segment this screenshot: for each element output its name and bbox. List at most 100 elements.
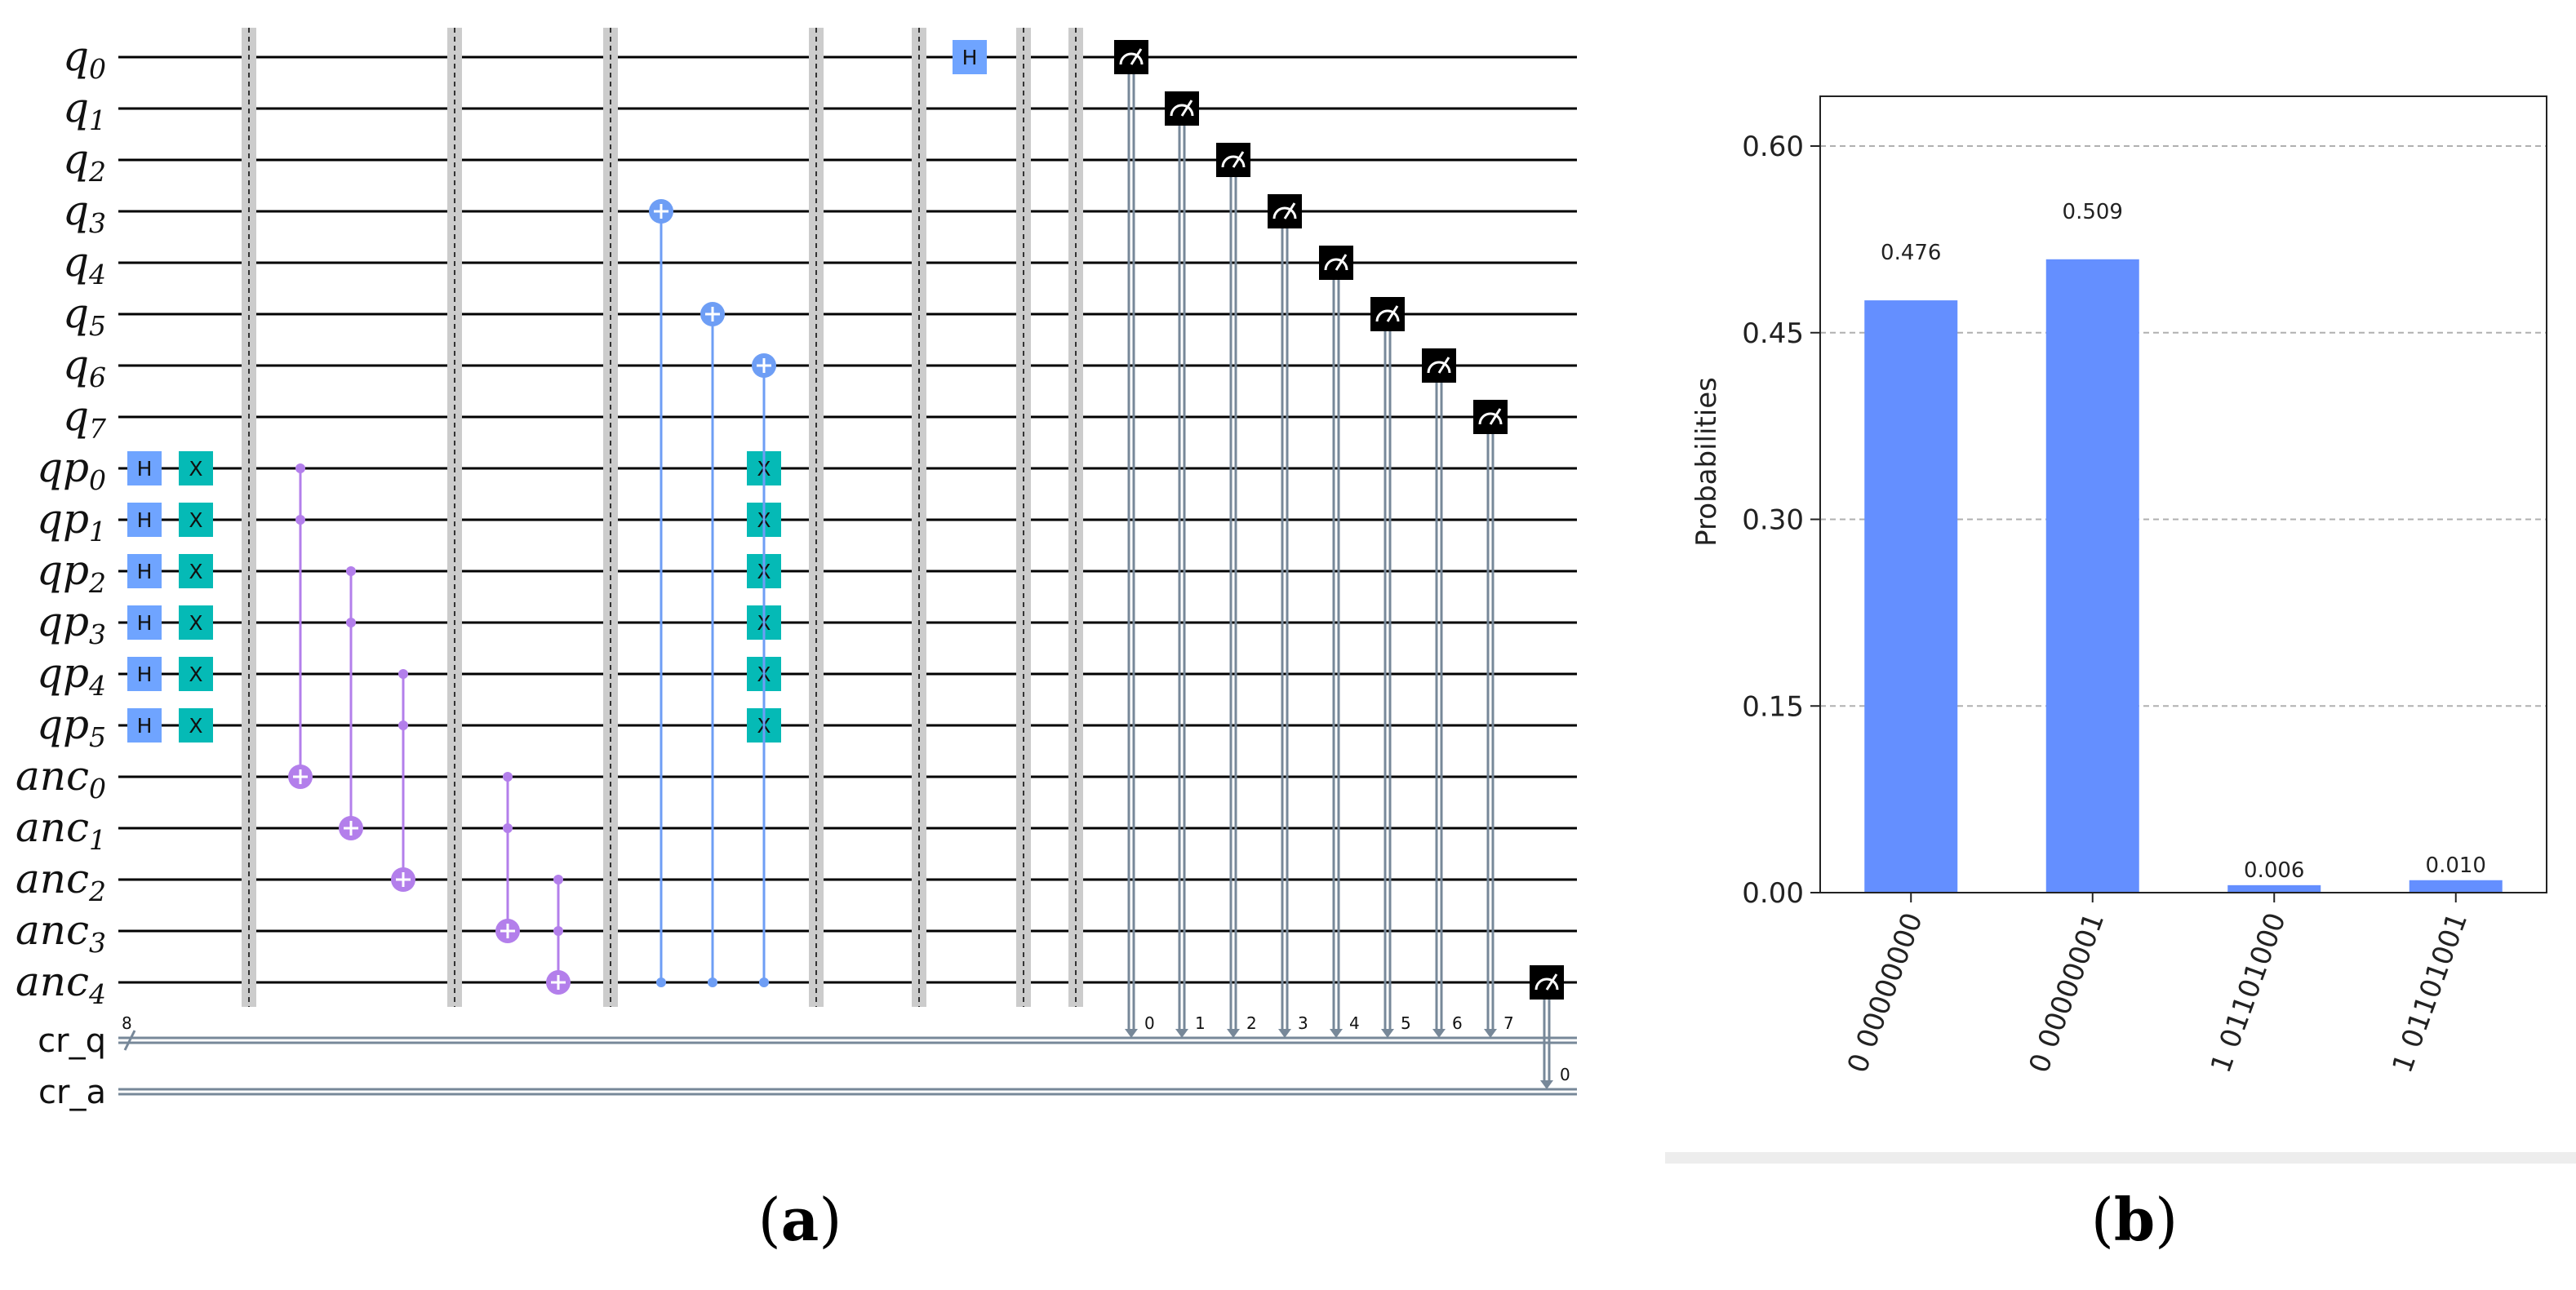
- meter-arc-icon: [1375, 309, 1400, 322]
- qubit-label: qp3: [37, 598, 106, 650]
- register-size-label: 8: [122, 1013, 132, 1033]
- panel-label-b-letter: b: [2114, 1185, 2155, 1254]
- meter-needle-icon: [1386, 305, 1399, 322]
- pauli-x-gate: [179, 451, 213, 485]
- bar-value-label: 0.006: [2244, 858, 2304, 883]
- hadamard-gate-label: H: [137, 560, 153, 583]
- measure-gate: [1319, 246, 1353, 280]
- qubit-label-subscript: 4: [88, 978, 106, 1010]
- bar: [2227, 884, 2321, 893]
- qubit-label-subscript: 2: [88, 156, 106, 188]
- measure-arrow: [1484, 1029, 1497, 1038]
- y-tick-label: 0.45: [1742, 317, 1804, 350]
- qubit-label-subscript: 5: [89, 310, 106, 342]
- pauli-x-gate-label: X: [189, 611, 202, 635]
- measure-arrow: [1227, 1029, 1240, 1038]
- hadamard-gate: [127, 554, 162, 588]
- qubit-label: qp2: [37, 547, 106, 599]
- qubit-label: q6: [63, 341, 106, 393]
- measure-gate: [1473, 400, 1508, 434]
- classical-bit-index: 0: [1560, 1065, 1570, 1084]
- qubit-label: q0: [63, 33, 106, 85]
- meter-arc-icon: [1427, 361, 1451, 374]
- qubit-label-subscript: 4: [88, 670, 106, 702]
- qubit-label: anc4: [16, 958, 106, 1010]
- hadamard-gate: [127, 708, 162, 743]
- meter-arc-icon: [1221, 155, 1246, 168]
- control-dot: [503, 772, 513, 782]
- qubit-label: q4: [63, 238, 106, 290]
- measure-gate: [1370, 297, 1405, 331]
- classical-bit-index: 0: [1144, 1013, 1155, 1033]
- classical-bit-index: 7: [1503, 1013, 1514, 1033]
- meter-arc-icon: [1534, 977, 1559, 991]
- hadamard-gate-label: H: [137, 611, 153, 635]
- control-dot: [346, 618, 356, 627]
- qubit-label: q5: [63, 290, 106, 342]
- pauli-x-gate: [179, 503, 213, 537]
- panel-label-a-letter: a: [781, 1185, 819, 1254]
- pauli-x-gate: [179, 708, 213, 743]
- control-dot: [398, 669, 408, 679]
- measure-gate: [1268, 194, 1302, 228]
- qubit-label: anc3: [16, 907, 106, 959]
- qubit-label-subscript: 1: [89, 516, 106, 547]
- meter-needle-icon: [1335, 254, 1348, 271]
- panel-label-b: (b): [2091, 1185, 2178, 1254]
- qubit-label-subscript: 1: [89, 104, 106, 136]
- measure-arrow: [1125, 1029, 1138, 1038]
- qubit-label-subscript: 2: [88, 876, 106, 907]
- circuit-barriers: [242, 28, 1083, 1007]
- control-dot: [553, 926, 563, 936]
- classical-bit-index: 6: [1452, 1013, 1463, 1033]
- y-tick-label: 0.30: [1742, 504, 1804, 537]
- pauli-x-gate-label: X: [189, 560, 202, 583]
- bar: [2409, 880, 2503, 893]
- pauli-x-gate: [179, 554, 213, 588]
- measure-arrow: [1330, 1029, 1343, 1038]
- measure-arrow: [1278, 1029, 1291, 1038]
- meter-arc-icon: [1119, 52, 1144, 65]
- meter-needle-icon: [1232, 151, 1245, 168]
- classical-bit-index: 1: [1195, 1013, 1206, 1033]
- classical-bit-index: 3: [1298, 1013, 1308, 1033]
- hadamard-gate: [127, 451, 162, 485]
- meter-needle-icon: [1130, 48, 1143, 65]
- qubit-label-subscript: 7: [89, 413, 106, 445]
- qubit-label: qp1: [37, 495, 106, 547]
- measure-gate: [1530, 965, 1564, 1000]
- hadamard-gate-label: H: [137, 508, 153, 532]
- meter-arc-icon: [1478, 412, 1503, 425]
- bar-value-label: 0.509: [2063, 200, 2123, 224]
- plot-frame: [1819, 95, 2547, 893]
- control-dot: [346, 566, 356, 576]
- hadamard-gate-label: H: [137, 714, 153, 738]
- hadamard-gate: [953, 40, 987, 74]
- hadamard-gate: [127, 657, 162, 691]
- measure-arrow: [1381, 1029, 1394, 1038]
- qubit-label: q7: [63, 392, 106, 445]
- measure-arrow: [1432, 1029, 1446, 1038]
- control-dot: [759, 977, 769, 987]
- measure-gate: [1165, 91, 1199, 126]
- measure-arrow: [1175, 1029, 1188, 1038]
- qubit-label-subscript: 2: [88, 567, 106, 599]
- pauli-x-gate-label: X: [189, 714, 202, 738]
- meter-arc-icon: [1324, 258, 1348, 271]
- hadamard-gate: [127, 605, 162, 640]
- hadamard-gate-label: H: [137, 457, 153, 481]
- classical-bit-index: 2: [1246, 1013, 1257, 1033]
- qubit-label-subscript: 3: [89, 207, 106, 239]
- qubit-label-subscript: 0: [89, 464, 106, 496]
- pauli-x-gate-label: X: [189, 663, 202, 686]
- classical-bit-index: 5: [1401, 1013, 1411, 1033]
- y-tick-label: 0.15: [1742, 690, 1804, 723]
- bar-value-label: 0.010: [2426, 853, 2486, 878]
- y-tick-label: 0.00: [1742, 877, 1804, 910]
- meter-needle-icon: [1283, 202, 1296, 219]
- qubit-label: q1: [63, 84, 106, 136]
- x-tick-label: 0 00000001: [2023, 908, 2111, 1077]
- qubit-label-subscript: 5: [89, 721, 106, 753]
